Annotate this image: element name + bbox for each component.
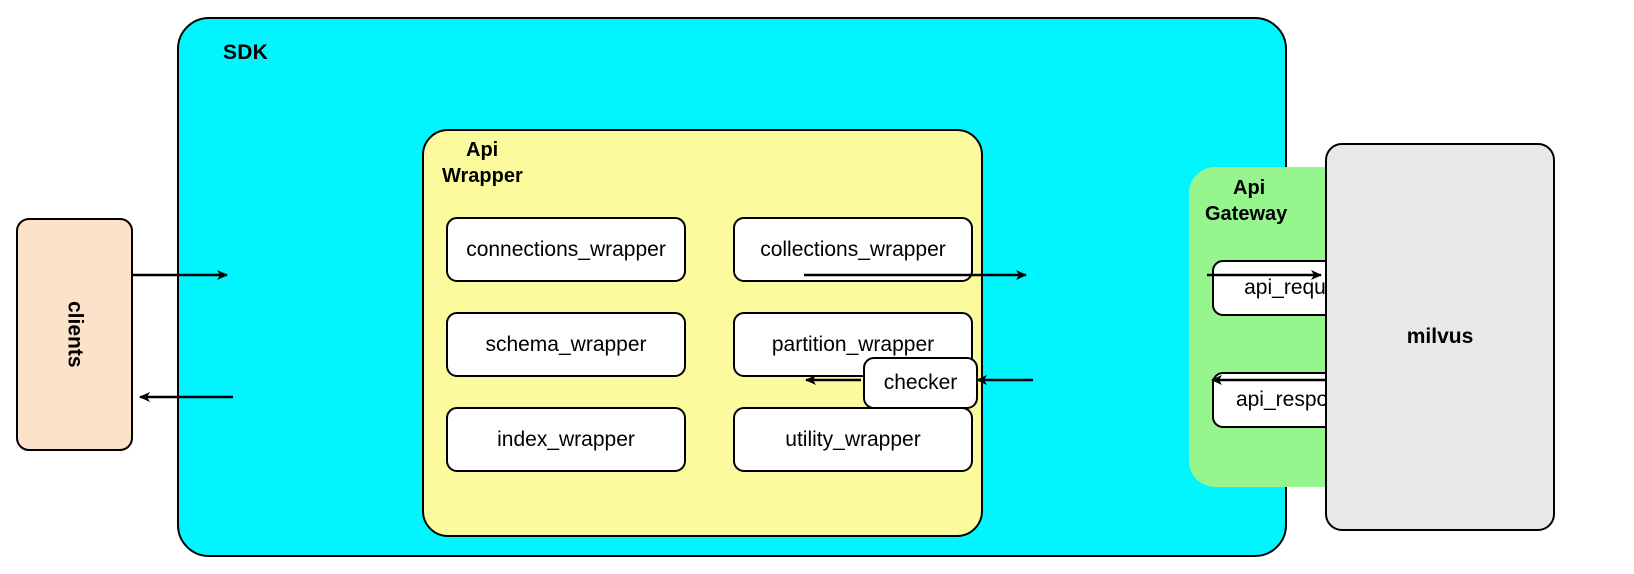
module-partition-wrapper[interactable]: partition_wrapper [733,312,973,377]
sdk-label: SDK [223,41,268,64]
api-wrapper-label-line1: Api [466,139,499,161]
clients-label: clients [63,301,87,368]
module-label: utility_wrapper [785,427,921,451]
module-collections-wrapper[interactable]: collections_wrapper [733,217,973,282]
clients-box[interactable]: clients [16,218,133,451]
module-schema-wrapper[interactable]: schema_wrapper [446,312,686,377]
api-gateway-label-line2: Gateway [1205,203,1288,226]
module-index-wrapper[interactable]: index_wrapper [446,407,686,472]
module-connections-wrapper[interactable]: connections_wrapper [446,217,686,282]
milvus-label: milvus [1406,325,1474,348]
module-label: collections_wrapper [760,237,946,261]
module-label: partition_wrapper [771,332,935,356]
checker-label: checker [883,371,958,394]
api-gateway-label-line1: Api [1233,177,1266,199]
milvus-box[interactable]: milvus [1325,143,1555,531]
module-label: connections_wrapper [466,237,666,261]
api-wrapper-label-line2: Wrapper [442,165,523,188]
checker-box[interactable]: checker [863,357,978,409]
module-label: index_wrapper [497,427,635,451]
module-utility-wrapper[interactable]: utility_wrapper [733,407,973,472]
module-label: schema_wrapper [485,332,647,356]
